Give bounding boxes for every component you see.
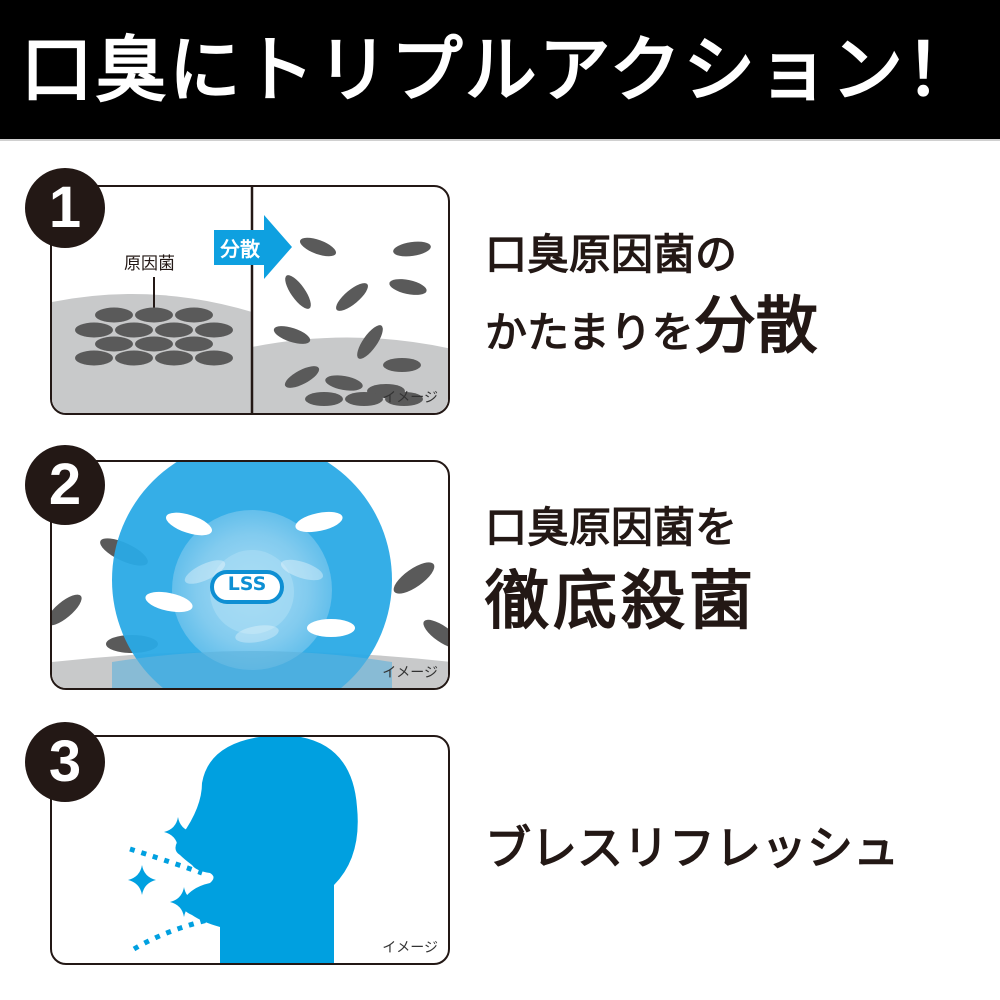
- sparkle-icons: [128, 817, 198, 917]
- image-caption: イメージ: [382, 665, 438, 681]
- bacteria-cluster: [75, 307, 233, 366]
- description-line-2-prefix: かたまりを: [485, 308, 694, 358]
- page-title: 口臭にトリプルアクション！: [20, 27, 980, 112]
- description-emphasis: 分散: [693, 289, 818, 363]
- step-number-badge: 2: [25, 445, 105, 525]
- description-line-2: かたまりを分散: [485, 292, 818, 360]
- description-line-1: 口臭原因菌を: [485, 503, 738, 552]
- dispersion-illustration: [52, 187, 448, 413]
- description-line-1: 口臭原因菌の: [485, 230, 738, 279]
- description-line-1: ブレスリフレッシュ: [485, 821, 899, 875]
- arrow-label: 分散: [220, 237, 260, 261]
- bacteria-scattered: [273, 237, 431, 406]
- step-number-badge: 1: [25, 168, 105, 248]
- step-number-badge: 3: [25, 722, 105, 802]
- sterilization-illustration: [52, 462, 448, 688]
- arrow-right-icon: [214, 215, 292, 279]
- image-caption: イメージ: [382, 390, 438, 406]
- lss-label: LSS: [227, 573, 267, 595]
- breath-illustration: [128, 737, 358, 963]
- description-emphasis: 徹底殺菌: [485, 565, 757, 640]
- bacteria-label: 原因菌: [124, 254, 175, 274]
- illustration-panel-dispersion: 原因菌 分散 イメージ: [50, 185, 450, 415]
- illustration-panel-sterilization: LSS イメージ: [50, 460, 450, 690]
- step-2-description: 口臭原因菌を 徹底殺菌: [485, 503, 757, 640]
- step-1-description: 口臭原因菌の かたまりを分散: [485, 230, 818, 360]
- illustration-panel-breath: イメージ: [50, 735, 450, 965]
- step-3-description: ブレスリフレッシュ: [485, 823, 899, 874]
- header-divider: [0, 139, 1000, 141]
- head-silhouette-icon: [175, 737, 358, 963]
- bacteria-sterilized: [145, 511, 355, 643]
- image-caption: イメージ: [382, 940, 438, 956]
- header-banner: 口臭にトリプルアクション！: [0, 0, 1000, 139]
